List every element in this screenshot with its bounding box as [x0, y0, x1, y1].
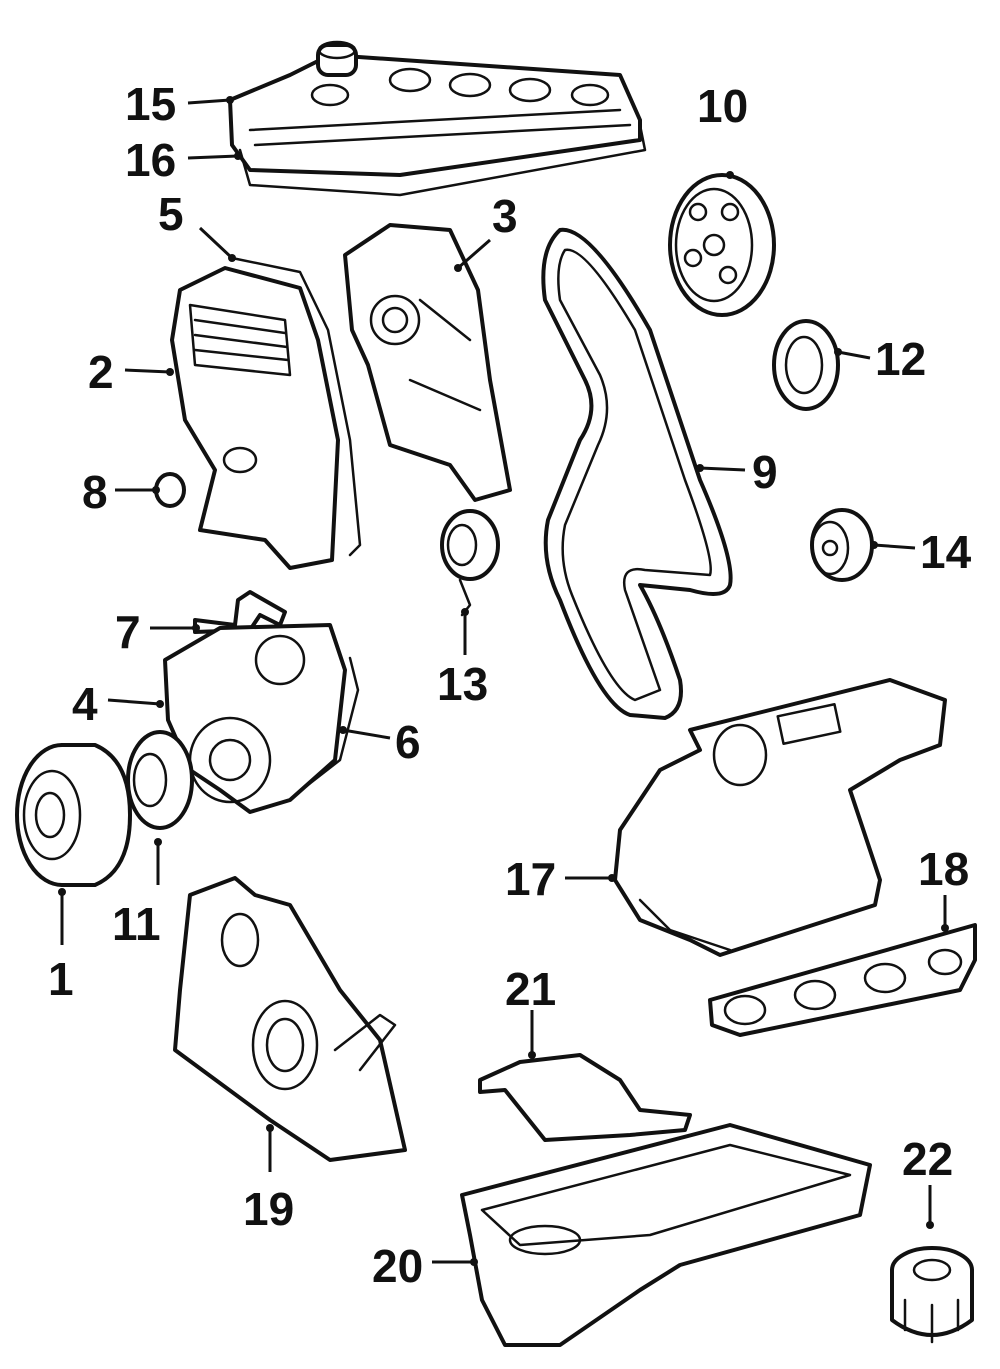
part-crankshaft-sprocket: [126, 730, 194, 830]
part-camshaft-sprocket: [668, 173, 776, 317]
callout-6: 6: [395, 716, 421, 768]
callout-14: 14: [920, 526, 972, 578]
part-timing-cover-plate: [343, 223, 512, 502]
callout-labels: 15 16 5 3 10 2 12 9 8 14 7 13 4 6 11 1 1…: [48, 78, 972, 1292]
callout-12: 12: [875, 333, 926, 385]
callout-20: 20: [372, 1240, 423, 1292]
part-exhaust-manifold-gasket: [708, 923, 977, 1037]
callout-18: 18: [918, 843, 969, 895]
callout-9: 9: [752, 446, 778, 498]
part-oil-pan: [460, 1123, 872, 1347]
callout-13: 13: [437, 658, 488, 710]
callout-17: 17: [505, 853, 556, 905]
part-cover-plug: [154, 472, 186, 508]
callout-10: 10: [697, 80, 748, 132]
callout-4: 4: [72, 678, 98, 730]
part-timing-belt: [541, 227, 733, 720]
callout-19: 19: [243, 1183, 294, 1235]
callout-1: 1: [48, 953, 74, 1005]
part-oil-baffle: [478, 1053, 692, 1142]
callout-21: 21: [505, 963, 556, 1015]
callout-7: 7: [115, 606, 141, 658]
part-idler-pulley: [810, 508, 874, 582]
part-crankshaft-pulley: [15, 743, 132, 887]
callout-8: 8: [82, 466, 108, 518]
part-valve-cover: [228, 40, 642, 177]
part-valve-cover-gasket: [238, 123, 647, 197]
part-oil-filter: [890, 1246, 974, 1344]
callout-11: 11: [112, 898, 161, 950]
callout-2: 2: [88, 346, 114, 398]
part-upper-timing-cover: [170, 266, 340, 570]
callout-22: 22: [902, 1133, 953, 1185]
part-lower-cover-gasket: [293, 656, 360, 797]
callout-3: 3: [492, 190, 518, 242]
callout-16: 16: [125, 134, 176, 186]
callout-15: 15: [125, 78, 176, 130]
part-belt-tensioner: [440, 509, 500, 617]
part-oil-pump-housing: [173, 876, 407, 1162]
callout-5: 5: [158, 188, 184, 240]
callout-leaders: [58, 96, 949, 1266]
part-camshaft-seal: [772, 319, 840, 411]
part-exhaust-manifold: [613, 678, 947, 957]
part-timing-cover-gasket: [230, 256, 362, 557]
